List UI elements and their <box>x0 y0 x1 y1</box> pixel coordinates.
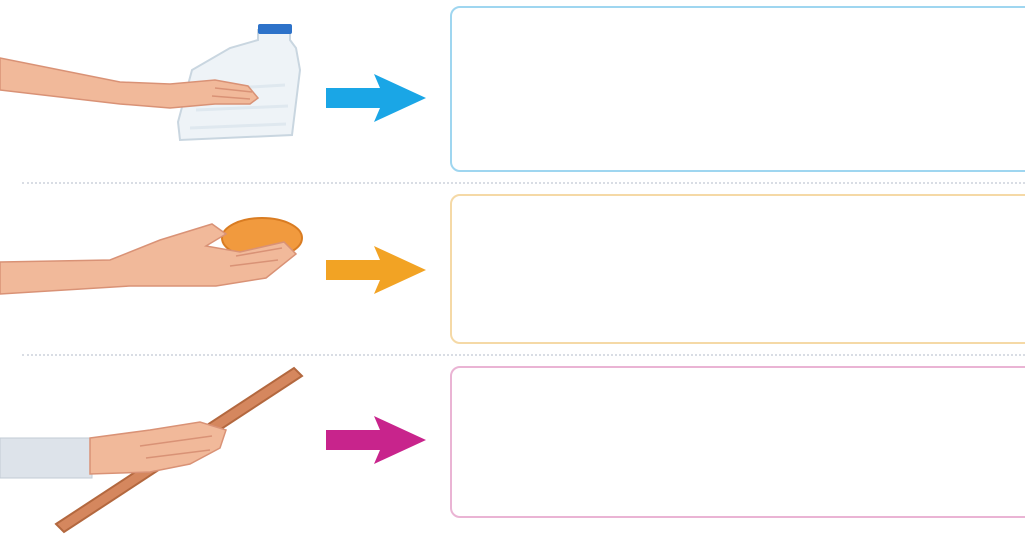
hand-squeezing-bottle-illustration <box>0 0 320 178</box>
answer-box[interactable] <box>450 366 1025 518</box>
arrow-shape <box>326 74 426 122</box>
answer-box[interactable] <box>450 194 1025 344</box>
hand-bending-rolling-pin-illustration <box>0 356 320 534</box>
sleeve <box>0 438 92 478</box>
hand <box>90 422 226 474</box>
row-bottle <box>0 0 1025 178</box>
arrow-shape <box>326 246 426 294</box>
hand-squeezing-orange-illustration <box>0 182 320 360</box>
arrow-right-icon <box>322 244 430 296</box>
row-orange <box>0 182 1025 360</box>
arrow-right-icon <box>322 72 430 124</box>
row-rolling-pin <box>0 356 1025 533</box>
arrow-shape <box>326 416 426 464</box>
arrow-right-icon <box>322 414 430 466</box>
answer-box[interactable] <box>450 6 1025 172</box>
